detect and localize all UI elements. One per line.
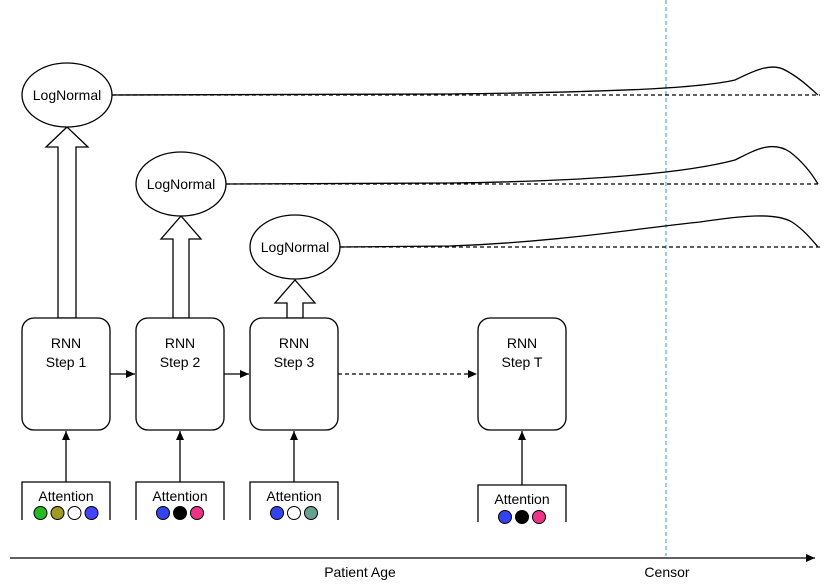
attention-box-2: Attention (135, 481, 225, 520)
svg-text:Attention: Attention (38, 488, 93, 504)
svg-text:Step 1: Step 1 (46, 354, 87, 370)
svg-text:Step 3: Step 3 (274, 354, 315, 370)
rnn-step-3: RNN Step 3 (249, 317, 339, 431)
hollow-arrow-3 (273, 279, 317, 319)
svg-text:RNN: RNN (51, 335, 81, 351)
svg-text:Attention: Attention (494, 491, 549, 507)
rnn-step-2: RNN Step 2 (135, 317, 225, 431)
attention-dots-t (498, 510, 546, 524)
rnn-step-1: RNN Step 1 (21, 317, 111, 431)
attention-dot (190, 506, 204, 520)
svg-text:LogNormal: LogNormal (147, 176, 215, 192)
density-curve-1 (111, 66, 819, 96)
lognormal-3: LogNormal (249, 214, 820, 319)
attention-dot (515, 510, 529, 524)
censor-label: Censor (644, 564, 689, 580)
svg-text:LogNormal: LogNormal (33, 87, 101, 103)
lognormal-2: LogNormal (135, 145, 820, 319)
attention-dot (270, 506, 284, 520)
attention-dot (173, 506, 187, 520)
attention-dot (287, 506, 301, 520)
svg-text:Attention: Attention (266, 488, 321, 504)
attention-box-t: Attention (477, 484, 567, 524)
attention-dot (532, 510, 546, 524)
rnn-step-t: RNN Step T (477, 317, 567, 431)
attention-dot (84, 506, 99, 520)
svg-text:Step T: Step T (502, 354, 543, 370)
lognormal-1: LogNormal (21, 62, 820, 319)
attention-dots-1 (33, 506, 99, 520)
svg-text:Step 2: Step 2 (160, 354, 201, 370)
attention-dot (67, 506, 82, 520)
attention-dot (498, 510, 512, 524)
attention-dots-3 (270, 506, 318, 520)
svg-text:RNN: RNN (165, 335, 195, 351)
svg-text:LogNormal: LogNormal (261, 239, 329, 255)
attention-dots-2 (156, 506, 204, 520)
attention-dot (304, 506, 318, 520)
hollow-arrow-2 (159, 215, 203, 319)
attention-box-3: Attention (249, 481, 339, 520)
attention-dot (50, 506, 65, 520)
attention-dot (156, 506, 170, 520)
svg-text:Attention: Attention (152, 488, 207, 504)
attention-box-1: Attention (21, 481, 111, 520)
density-curve-3 (339, 215, 819, 248)
attention-dot (33, 506, 48, 520)
svg-text:RNN: RNN (279, 335, 309, 351)
hollow-arrow-1 (44, 126, 90, 319)
svg-text:RNN: RNN (507, 335, 537, 351)
density-curve-2 (225, 145, 819, 185)
x-axis-label: Patient Age (324, 564, 396, 580)
